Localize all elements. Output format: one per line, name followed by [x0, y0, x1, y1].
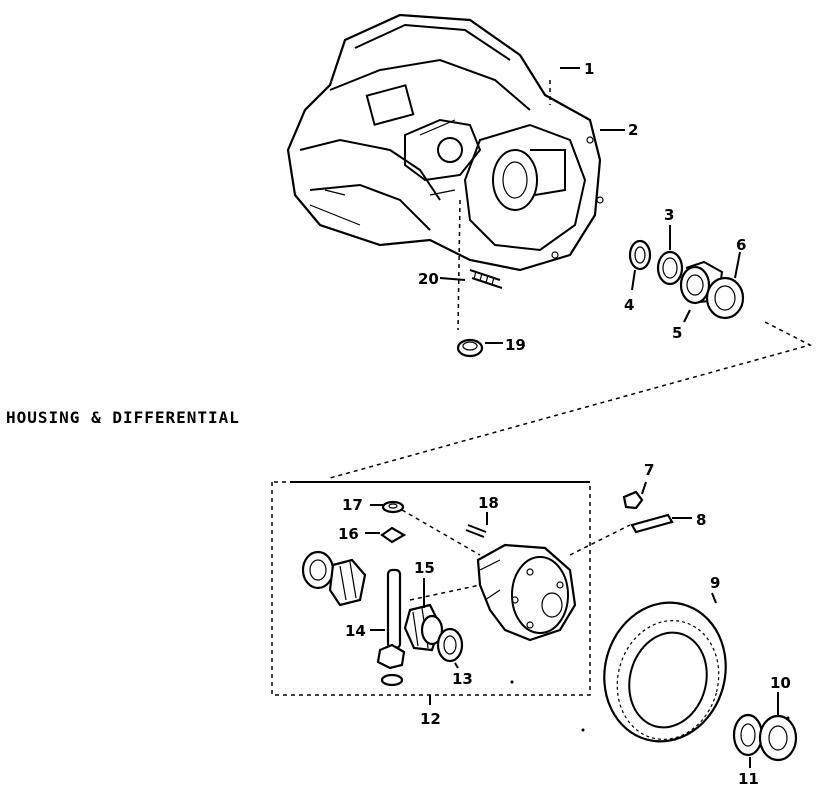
callout-3: 3 — [664, 206, 674, 224]
callout-14: 14 — [345, 622, 366, 640]
callout-11: 11 — [738, 770, 759, 788]
callout-16: 16 — [338, 525, 359, 543]
drain-plug — [469, 269, 503, 289]
callout-6: 6 — [736, 236, 746, 254]
callout-15: 15 — [414, 559, 435, 577]
bearing-set — [628, 239, 745, 320]
callout-20: 20 — [418, 270, 439, 288]
diagram-heading: HOUSING & DIFFERENTIAL — [6, 408, 240, 427]
callout-8: 8 — [696, 511, 706, 529]
callout-19: 19 — [505, 336, 526, 354]
callout-1: 1 — [584, 60, 594, 78]
callout-13: 13 — [452, 670, 473, 688]
callout-10: 10 — [770, 674, 791, 692]
callout-4: 4 — [624, 296, 634, 314]
callout-2: 2 — [628, 121, 638, 139]
callout-18: 18 — [478, 494, 499, 512]
callout-5: 5 — [672, 324, 682, 342]
oil-seal — [456, 338, 484, 358]
callout-17: 17 — [342, 496, 363, 514]
differential-group-box — [271, 481, 591, 696]
callout-12: 12 — [420, 710, 441, 728]
transaxle-housing — [286, 13, 604, 272]
differential-case — [476, 543, 577, 642]
callout-7: 7 — [644, 461, 654, 479]
callout-9: 9 — [710, 574, 720, 592]
ring-gear — [603, 601, 727, 743]
